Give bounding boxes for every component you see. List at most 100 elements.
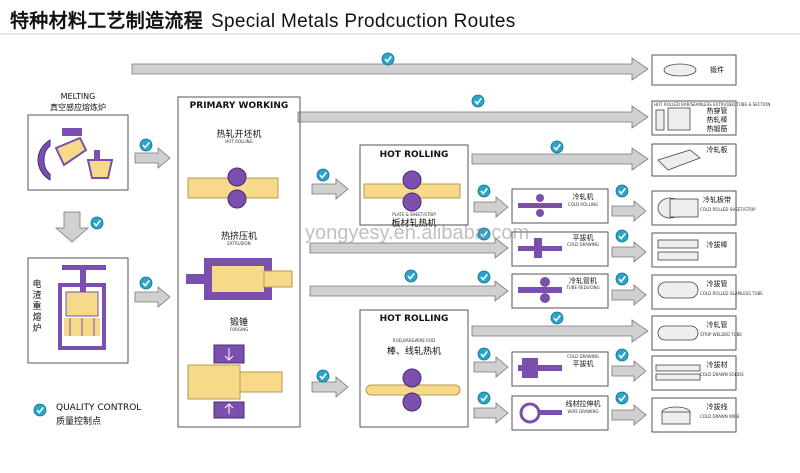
mill-tubereducing-en: TUBE REDUCING (566, 285, 600, 290)
mill-coldrolling-box (511, 188, 609, 224)
product8-cn: 冷拔材 (706, 361, 728, 369)
primary-forging-en: FORGING (229, 327, 249, 332)
arrow-coldroll-p4 (611, 200, 647, 222)
arrow-esr-primary (134, 286, 171, 308)
check-icon (90, 216, 104, 230)
hotroll-plate-heading: HOT ROLLING (379, 150, 449, 160)
check-icon (471, 94, 485, 108)
arrow-hotroll-product3 (471, 147, 649, 171)
product4-en: COLD ROLLED SHEET/STRIP (700, 207, 756, 212)
melting-en-label: MELTING (60, 92, 96, 101)
hotroll-plate-illustration (363, 170, 461, 212)
product2-cn3: 热锻筋 (706, 125, 728, 133)
product9-en: COLD DRAWN WIRE (700, 414, 740, 419)
check-icon (615, 272, 629, 286)
mill-colddrawing-en: COLD DRAWING (567, 242, 599, 247)
mill-colddrawing2-illustration (518, 358, 562, 378)
arrow-colddraw-p5 (611, 241, 647, 263)
hotroll-rod-illustration (365, 368, 461, 412)
hotroll-plate-cn: 板材轧热机 (391, 219, 437, 229)
product6-en: COLD ROLLED SEAMLESS TUBE (700, 291, 763, 296)
product7-en: STRIP WELDED TUBE (700, 332, 742, 337)
product-box-1 (651, 54, 737, 86)
check-icon (550, 140, 564, 154)
plate-icon (657, 149, 701, 171)
arrow-primary-hotroll (311, 178, 349, 200)
product6-cn: 冷拔管 (706, 280, 728, 288)
product8-en: COLD DRAWN SOLIDS (700, 372, 744, 377)
check-icon (477, 347, 491, 361)
arrow-melting-esr (54, 211, 90, 243)
check-icon (477, 184, 491, 198)
mill-wiredrawing-en: WIRE DRAWING (567, 409, 599, 414)
check-icon (381, 52, 395, 66)
product-box-5 (651, 232, 737, 268)
arrow-rod-colddrawing (473, 356, 509, 378)
product2-en: HOT ROLLED BAR/SEAMLESS EXTRUDED TUBE & … (654, 102, 771, 107)
hotroll-rod-box (359, 309, 469, 428)
primary-hotrolling-en: HOT ROLLING (225, 139, 253, 144)
solid-bar-icon (655, 364, 701, 372)
check-icon (477, 391, 491, 405)
product-box-9 (651, 397, 737, 433)
watermark-text: yongyesy.en.alibaba.com (305, 222, 530, 244)
product7-cn: 冷轧管 (706, 321, 728, 329)
arrow-rod-product7 (471, 319, 649, 343)
product-box-3 (651, 143, 737, 177)
arrow-melting-primary (134, 147, 171, 169)
product-illustrations (655, 63, 701, 425)
esr-furnace-illustration (58, 265, 106, 350)
mill-wiredrawing-box (511, 395, 609, 431)
check-icon (139, 138, 153, 152)
legend-cn: 质量控制点 (56, 417, 102, 427)
check-icon (316, 168, 330, 182)
title-cn: 特种材料工艺制造流程 (10, 10, 204, 32)
check-icon (615, 229, 629, 243)
mill-tubereducing-cn: 冷轧管机 (569, 277, 597, 285)
check-icon (550, 311, 564, 325)
product-box-4 (651, 190, 737, 226)
hotroll-rod-cn: 棒、线轧热机 (386, 347, 441, 357)
primary-box (177, 96, 301, 428)
product-box-7 (651, 315, 737, 351)
arrow-forging-product (131, 57, 649, 81)
check-icon (404, 269, 418, 283)
primary-extrusion-en: EXTRUSION (227, 241, 251, 246)
mill-tubereducing-illustration (518, 277, 562, 303)
check-icon (477, 270, 491, 284)
product9-cn: 冷拔线 (706, 403, 728, 411)
esr-box (27, 257, 129, 364)
arrow-tubered-p6 (611, 284, 647, 306)
forging-disc-icon (663, 63, 697, 77)
arrow-primary-tubereducing (309, 280, 509, 302)
hotroll-rod-en: ROD,BAR&WIRE ROD (392, 338, 436, 343)
check-icon (33, 403, 47, 417)
product1-cn: 锻件 (710, 66, 724, 74)
hotroll-plate-en: PLATE & SHEET/STRIP (392, 212, 436, 217)
product-box-6 (651, 274, 737, 310)
mill-colddrawing2-box (511, 351, 609, 387)
arrow-primary-rodroll (311, 376, 349, 398)
product3-cn: 冷轧板 (706, 146, 728, 154)
flow-arrows (54, 57, 649, 426)
hotroll-rod-heading: HOT ROLLING (379, 314, 449, 324)
primary-forging-illustration (187, 344, 283, 419)
title-en: Special Metals Prodcuction Routes (211, 11, 516, 32)
product-box-2 (651, 100, 737, 136)
mill-wiredrawing-illustration (519, 402, 562, 424)
mill-tubereducing-box (511, 273, 609, 309)
mill-coldrolling-cn: 冷轧机 (572, 193, 594, 201)
diagram-title: 特种材料工艺制造流程 Special Metals Prodcuction Rou… (10, 6, 516, 33)
melting-furnace-illustration (37, 128, 114, 181)
primary-extrusion-cn: 热挤压机 (220, 232, 257, 242)
primary-heading: PRIMARY WORKING (189, 101, 289, 111)
mill-coldrolling-illustration (518, 194, 562, 217)
mill-colddrawing2-cn: 平拔机 (572, 360, 594, 368)
melting-cn-label: 真空感应熔炼炉 (50, 103, 106, 112)
arrow-primary-product2 (297, 105, 649, 129)
mill-colddrawing-box (511, 231, 609, 267)
tube-icon (667, 107, 691, 131)
product2-cn2: 热轧棒 (706, 116, 728, 124)
pipe-icon (657, 281, 699, 299)
melting-box (27, 114, 129, 191)
